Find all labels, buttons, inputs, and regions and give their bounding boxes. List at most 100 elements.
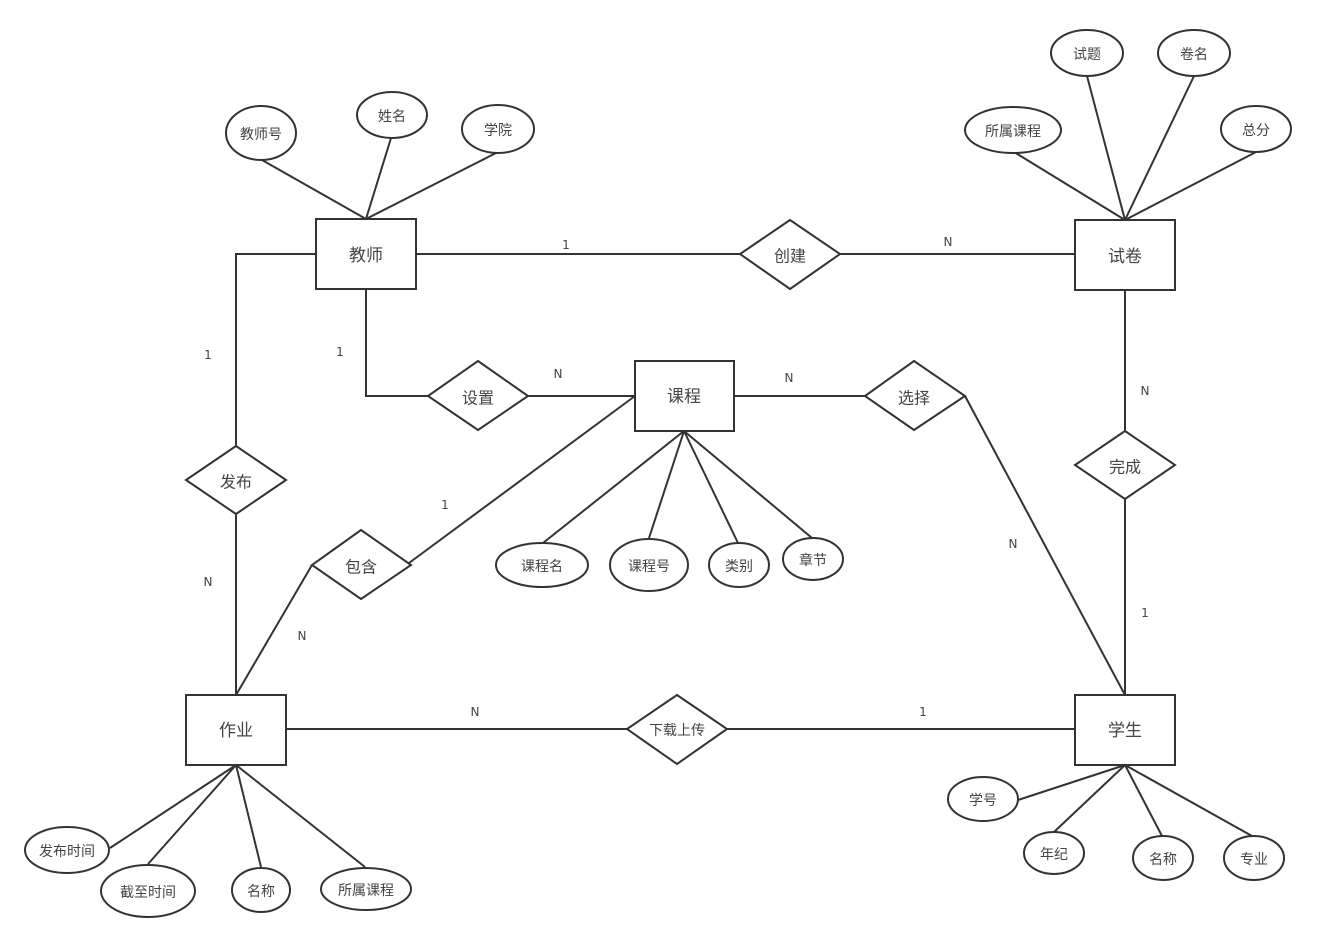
attribute-label: 所属课程: [338, 883, 394, 899]
edge-paper-p_score: [1124, 151, 1257, 221]
attribute-h_pubtime[interactable]: 发布时间: [24, 826, 110, 874]
cardinality-create-paper: N: [944, 235, 953, 249]
relationship-contain[interactable]: 包含: [310, 528, 413, 601]
edge-teacher-t_college: [365, 151, 499, 220]
cardinality-labels: 1 N 1 N N N 1 N 1 N N 1 N 1: [204, 235, 1150, 719]
entities: 教师 试卷 课程 作业 学生: [185, 218, 1176, 766]
entity-label: 学生: [1108, 721, 1142, 741]
edge-course-c_name: [542, 430, 685, 544]
attribute-s_major[interactable]: 专业: [1223, 835, 1285, 881]
edge-student-s_major: [1124, 764, 1253, 837]
cardinality-teacher-setup: 1: [336, 345, 344, 359]
entity-homework[interactable]: 作业: [185, 694, 287, 766]
edge-student-s_no: [1017, 764, 1126, 801]
edge-course-contain: [408, 395, 636, 564]
edge-teacher-setup: [365, 290, 428, 397]
attribute-t_name[interactable]: 姓名: [356, 91, 428, 139]
attribute-h_deadline[interactable]: 截至时间: [100, 864, 196, 918]
attribute-s_name[interactable]: 名称: [1132, 835, 1194, 881]
relationship-select[interactable]: 选择: [863, 359, 967, 432]
attribute-edges: [109, 75, 1257, 868]
attribute-c_name[interactable]: 课程名: [495, 542, 589, 588]
attribute-c_no[interactable]: 课程号: [609, 538, 689, 592]
relationship-create[interactable]: 创建: [738, 218, 842, 291]
edge-homework-h_pubtime: [109, 764, 237, 849]
relationship-label: 创建: [774, 247, 806, 266]
relationship-complete[interactable]: 完成: [1073, 429, 1177, 501]
edge-course-c_no: [648, 430, 685, 539]
edge-select-student: [964, 395, 1126, 696]
attribute-label: 姓名: [378, 109, 406, 125]
cardinality-teacher-publish: 1: [204, 348, 212, 362]
edge-student-s_grade: [1053, 764, 1126, 833]
relationship-label: 选择: [898, 389, 930, 408]
entity-student[interactable]: 学生: [1074, 694, 1176, 766]
attribute-p_course[interactable]: 所属课程: [964, 106, 1062, 154]
edge-teacher-t_name: [365, 137, 392, 220]
cardinality-transfer-student: 1: [919, 705, 927, 719]
cardinality-teacher-create: 1: [562, 238, 570, 252]
relationship-label: 发布: [220, 473, 252, 492]
cardinality-contain-homework: N: [298, 629, 307, 643]
entity-teacher[interactable]: 教师: [315, 218, 417, 290]
attribute-label: 发布时间: [39, 844, 95, 860]
edge-homework-h_name: [235, 764, 262, 868]
edge-teacher-t_no: [261, 159, 367, 220]
attribute-t_no[interactable]: 教师号: [225, 105, 297, 161]
attribute-t_college[interactable]: 学院: [461, 104, 535, 154]
attribute-h_name[interactable]: 名称: [231, 867, 291, 913]
attribute-label: 试题: [1073, 47, 1101, 63]
relationships: 创建 设置 选择 发布 包含 完成 下载上传: [184, 218, 1177, 766]
entity-label: 教师: [349, 246, 383, 266]
relationship-label: 包含: [345, 558, 377, 577]
cardinality-select-student: N: [1009, 537, 1018, 551]
relationship-label: 完成: [1109, 458, 1141, 477]
cardinality-homework-transfer: N: [471, 705, 480, 719]
cardinality-course-select: N: [785, 371, 794, 385]
attribute-label: 课程号: [628, 559, 670, 575]
cardinality-complete-student: 1: [1141, 606, 1149, 620]
attribute-label: 截至时间: [120, 885, 176, 901]
relationship-edges: [235, 253, 1126, 730]
attribute-label: 年纪: [1040, 847, 1068, 863]
attribute-label: 学号: [969, 793, 997, 809]
attribute-s_grade[interactable]: 年纪: [1023, 831, 1085, 875]
cardinality-publish-homework: N: [204, 575, 213, 589]
attribute-c_type[interactable]: 类别: [708, 542, 770, 588]
edge-homework-h_deadline: [147, 764, 237, 865]
attribute-label: 章节: [799, 552, 827, 569]
attribute-label: 学院: [484, 123, 512, 139]
attribute-p_questions[interactable]: 试题: [1050, 29, 1124, 77]
attribute-label: 课程名: [521, 559, 563, 575]
attributes: 教师号 姓名 学院 所属课程 试题 卷名 总分 课程名: [24, 29, 1292, 918]
attribute-label: 名称: [247, 884, 275, 900]
attribute-label: 专业: [1240, 852, 1268, 868]
cardinality-setup-course: N: [554, 367, 563, 381]
edge-contain-homework: [235, 564, 313, 696]
entity-course[interactable]: 课程: [634, 360, 735, 432]
entity-paper[interactable]: 试卷: [1074, 219, 1176, 291]
edge-course-c_type: [683, 430, 739, 544]
attribute-h_course[interactable]: 所属课程: [320, 867, 412, 911]
attribute-s_no[interactable]: 学号: [947, 776, 1019, 822]
attribute-p_name[interactable]: 卷名: [1157, 29, 1231, 77]
relationship-publish[interactable]: 发布: [184, 444, 288, 516]
relationship-label: 下载上传: [649, 723, 705, 739]
entity-label: 课程: [667, 387, 701, 407]
relationship-transfer[interactable]: 下载上传: [625, 693, 729, 766]
edge-teacher-publish: [235, 253, 316, 446]
attribute-label: 类别: [725, 559, 753, 575]
attribute-label: 卷名: [1180, 47, 1208, 63]
attribute-label: 总分: [1242, 123, 1270, 139]
attribute-label: 名称: [1149, 852, 1177, 868]
cardinality-paper-complete: N: [1141, 384, 1150, 398]
attribute-p_score[interactable]: 总分: [1220, 105, 1292, 153]
relationship-setup[interactable]: 设置: [426, 359, 530, 432]
edge-paper-p_course: [1013, 151, 1126, 221]
edge-paper-p_name: [1124, 75, 1195, 221]
entity-label: 试卷: [1108, 247, 1142, 267]
attribute-label: 所属课程: [985, 124, 1041, 140]
attribute-c_chapter[interactable]: 章节: [782, 537, 844, 581]
